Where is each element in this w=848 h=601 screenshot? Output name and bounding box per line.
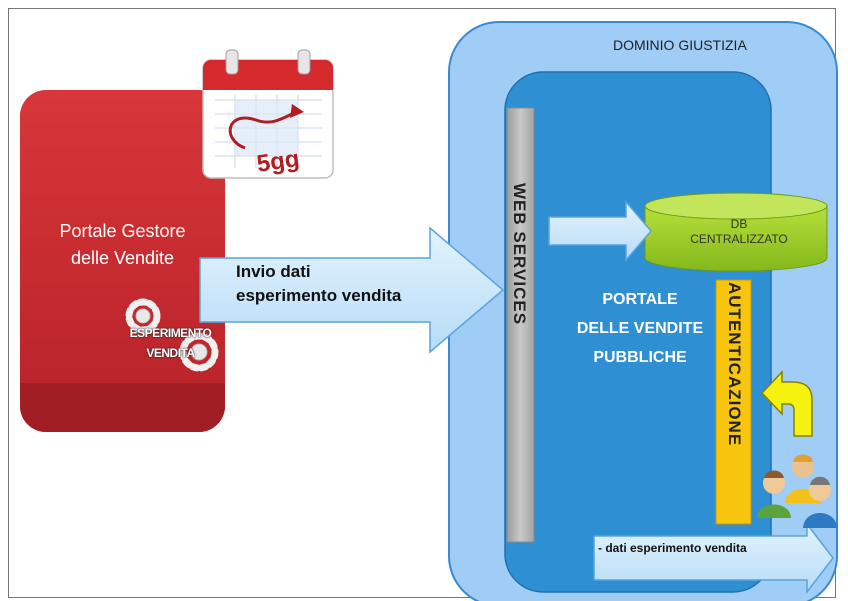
portale-gestore-line2: delle Vendite — [70, 248, 175, 268]
autenticazione-bar — [715, 279, 752, 525]
calendar-icon: 5gg — [202, 49, 334, 179]
calendar-badge: 5gg — [255, 145, 301, 178]
portale-vendite-line1: PORTALE — [602, 291, 678, 308]
autenticazione-label: AUTENTICAZIONE — [725, 282, 744, 447]
invio-dati-label: Invio dati esperimento vendita — [236, 260, 401, 308]
db-centralizzato-label: DB CENTRALIZZATO — [664, 217, 814, 247]
portale-vendite-line2: DELLE VENDITE — [576, 320, 704, 337]
db-centralizzato-cylinder — [644, 192, 828, 272]
db-arrow — [548, 199, 652, 263]
dominio-giustizia-label: DOMINIO GIUSTIZIA — [613, 37, 747, 53]
web-services-bar — [506, 107, 535, 543]
portale-gestore-line1: Portale Gestore — [59, 221, 186, 241]
db-line2: CENTRALIZZATO — [690, 232, 788, 246]
portale-gestore-box — [20, 90, 225, 432]
return-arrow-icon — [760, 370, 813, 437]
portale-gestore-label: Portale Gestore delle Vendite — [20, 218, 225, 272]
users-icon — [757, 454, 837, 528]
dati-esperimento-label: - dati esperimento vendita — [598, 541, 747, 555]
portale-vendite-line3: PUBBLICHE — [593, 349, 687, 366]
esperimento-vendita-label: ESPERIMENTO VENDITA — [113, 323, 228, 363]
gears-icon — [125, 298, 219, 372]
portale-vendite-label: PORTALE DELLE VENDITE PUBBLICHE — [560, 285, 720, 372]
esperimento-line1: ESPERIMENTO — [129, 326, 212, 340]
db-line1: DB — [730, 217, 748, 231]
invio-line2: esperimento vendita — [236, 286, 402, 305]
invio-line1: Invio dati — [236, 262, 311, 281]
invio-dati-arrow — [199, 226, 505, 354]
esperimento-line2: VENDITA — [146, 346, 195, 360]
dati-esperimento-arrow — [593, 521, 834, 595]
web-services-label: WEB SERVICES — [510, 183, 529, 326]
